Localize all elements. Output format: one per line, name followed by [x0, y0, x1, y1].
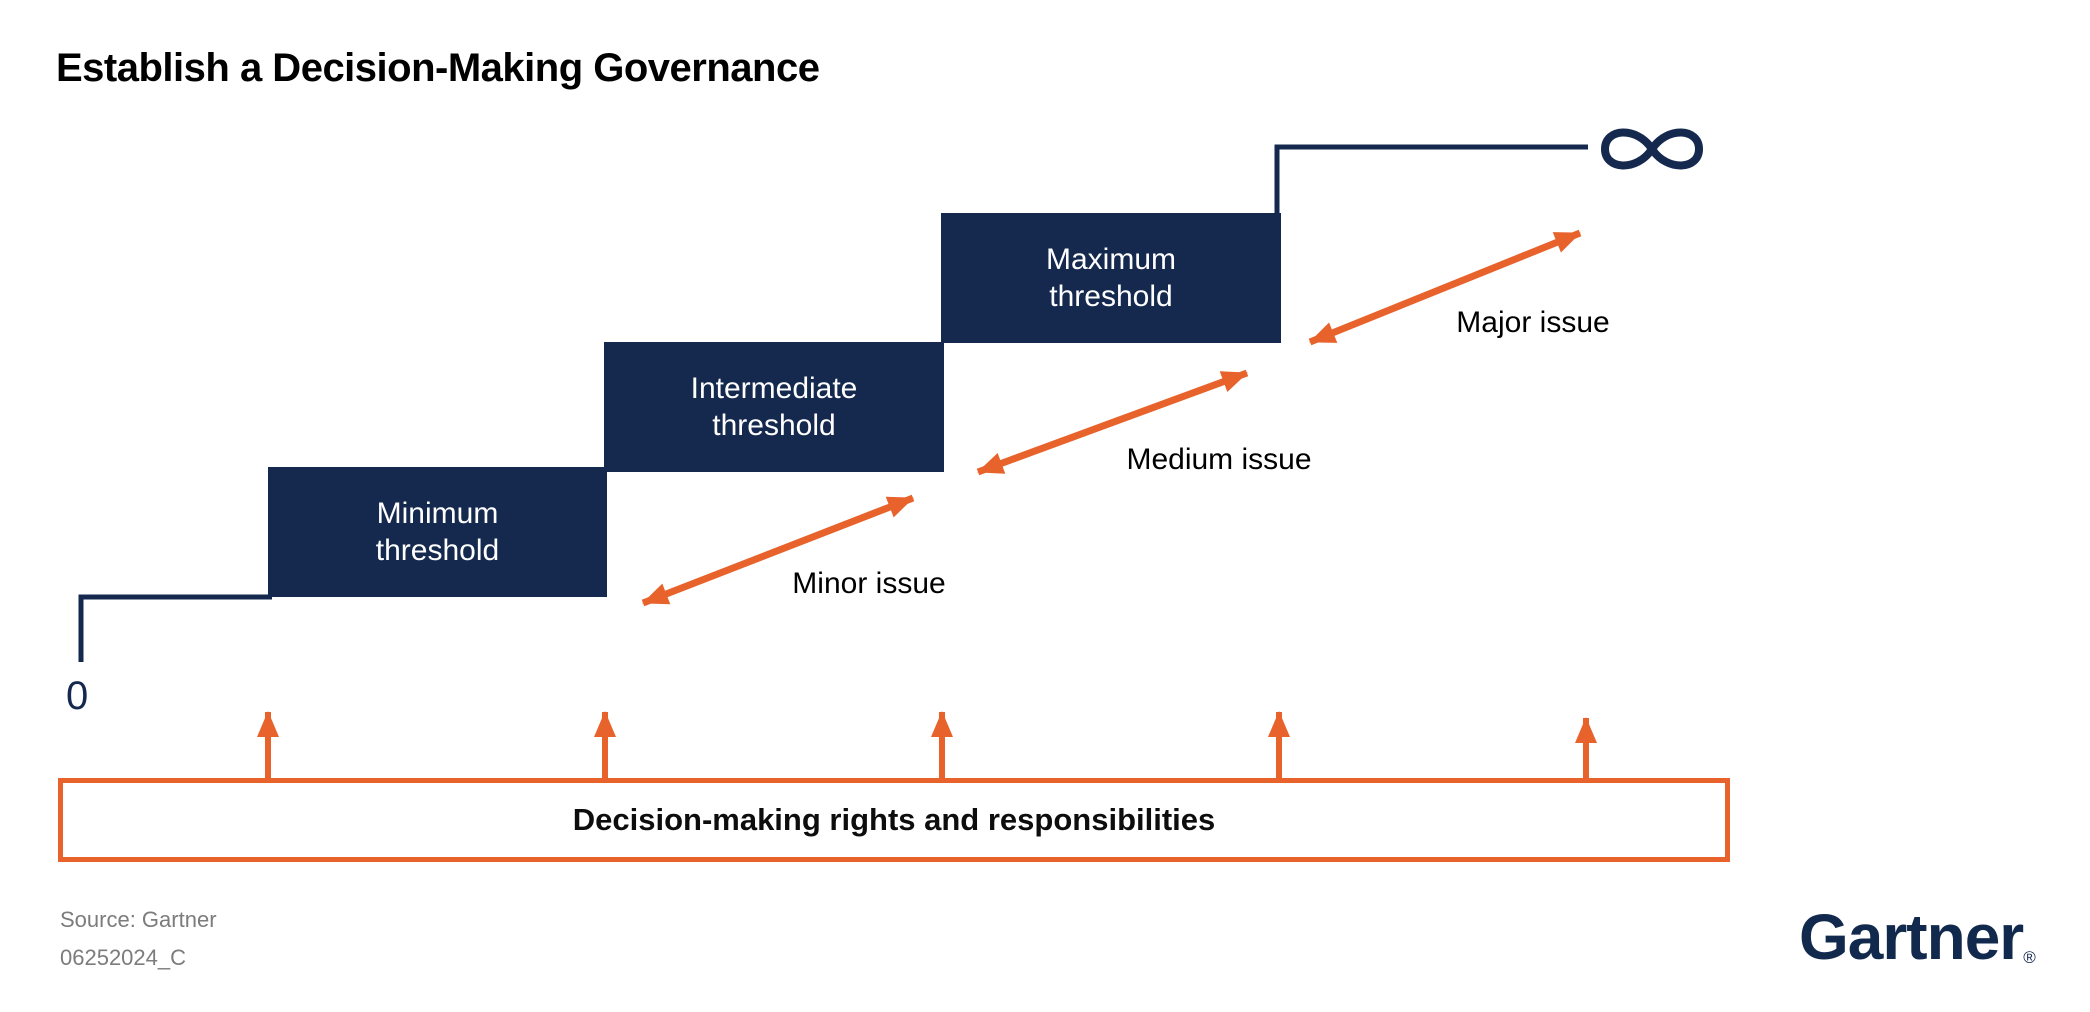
origin-zero-label: 0 [66, 674, 89, 718]
top-step-line [1274, 144, 1588, 215]
gartner-logo: Gartner® [1799, 900, 2036, 974]
page-title: Establish a Decision-Making Governance [56, 46, 820, 90]
registered-trademark-icon: ® [2023, 948, 2036, 967]
decision-rights-bar-label: Decision-making rights and responsibilit… [572, 802, 1216, 837]
maximum-threshold-label-line2: threshold [1049, 280, 1173, 313]
intermediate-threshold-box: Intermediate threshold [604, 342, 944, 472]
maximum-threshold-label-line1: Maximum [1045, 243, 1176, 276]
major-issue-label: Major issue [1456, 306, 1610, 339]
document-id: 06252024_C [60, 945, 187, 970]
minor-issue-arrow [641, 494, 915, 607]
minimum-threshold-label-line2: threshold [375, 534, 500, 567]
gartner-logo-text: Gartner [1799, 901, 2024, 973]
source-line: Source: Gartner [60, 907, 217, 932]
maximum-threshold-box: Maximum threshold [941, 213, 1281, 343]
medium-issue-label: Medium issue [1126, 443, 1312, 476]
origin-step-line [78, 594, 272, 662]
minor-issue-label: Minor issue [792, 567, 946, 600]
infinity-icon [1601, 128, 1703, 170]
minimum-threshold-label-line1: Minimum [376, 497, 499, 530]
intermediate-threshold-label-line1: Intermediate [690, 372, 858, 405]
medium-issue-arrow [976, 369, 1249, 476]
source-note: Source: Gartner 06252024_C [60, 901, 217, 977]
major-issue-arrow [1308, 229, 1582, 346]
minimum-threshold-box: Minimum threshold [268, 467, 607, 597]
decision-rights-bar: Decision-making rights and responsibilit… [58, 778, 1730, 862]
intermediate-threshold-label-line2: threshold [712, 409, 836, 442]
